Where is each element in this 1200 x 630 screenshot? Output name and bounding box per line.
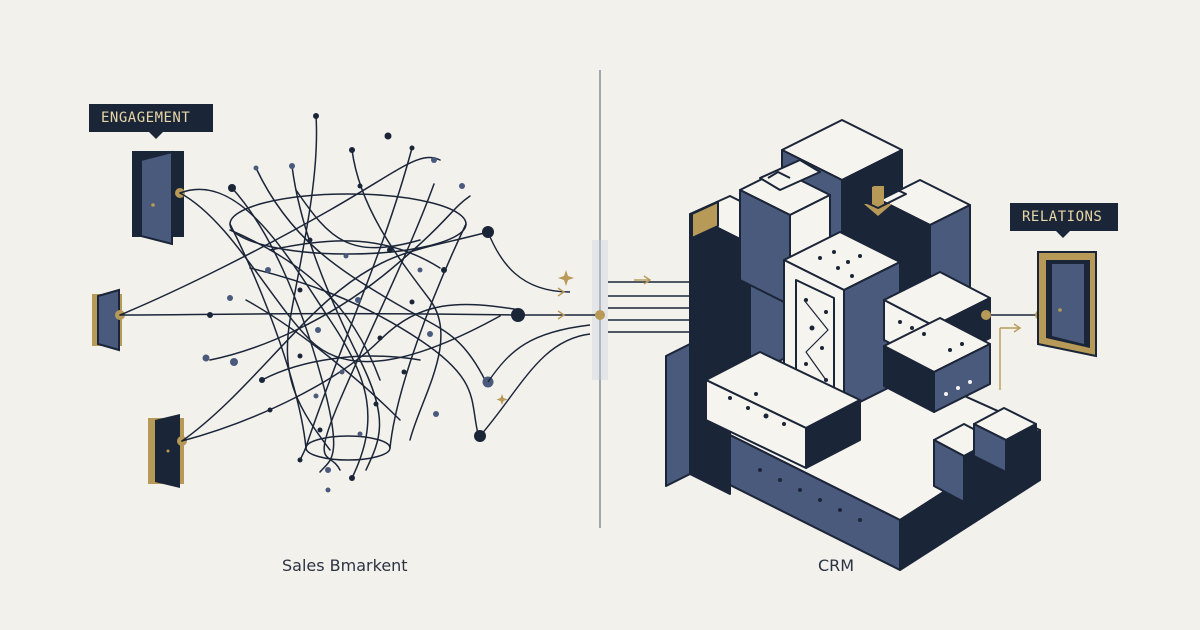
door-icon <box>92 288 122 352</box>
right-caption: CRM <box>818 556 855 575</box>
relations-label-text: RELATIONS <box>1022 209 1103 225</box>
left-caption: Sales Bmarkent <box>282 556 408 575</box>
crm-structure <box>665 119 1041 571</box>
funnel-network <box>119 115 521 479</box>
engagement-label-text: ENGAGEMENT <box>101 110 191 126</box>
relations-label: RELATIONS <box>1010 203 1118 238</box>
engagement-label: ENGAGEMENT <box>89 104 213 139</box>
funnel-dots <box>202 113 465 493</box>
door-icon <box>148 414 184 488</box>
door-icon <box>1037 251 1097 358</box>
flow-lines <box>479 231 600 437</box>
door-icon <box>132 150 184 246</box>
